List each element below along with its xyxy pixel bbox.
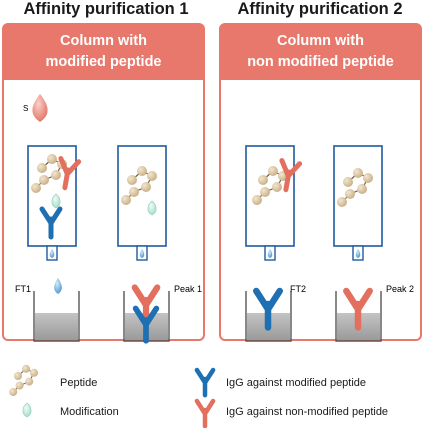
eluate-drop-icon: [54, 278, 62, 294]
title-affinity-purification-2: Affinity purification 2: [237, 0, 403, 18]
ft1-label: FT1: [15, 284, 31, 294]
legend-peptide-icon: [8, 364, 39, 397]
legend-igg-modified-icon: [197, 370, 213, 395]
legend-modification-label: Modification: [60, 406, 119, 418]
tube-ft1-icon: [33, 290, 80, 342]
panel-header-line1: Column with: [60, 33, 147, 49]
legend-igg-nonmodified-label: IgG against non-modified peptide: [226, 406, 389, 418]
sample-drop-icon: [32, 94, 48, 122]
panel-header-line1: Column with: [277, 33, 364, 49]
ft2-label: FT2: [290, 284, 306, 294]
panel-affinity-purification-1: Column with modified peptide: [2, 23, 205, 341]
title-affinity-purification-1: Affinity purification 1: [23, 0, 189, 18]
legend-igg-nonmodified-icon: [197, 401, 213, 426]
sample-label: S: [23, 104, 28, 113]
legend-igg-modified-label: IgG against modified peptide: [226, 377, 367, 389]
panel-header-line2: modified peptide: [45, 54, 162, 70]
panel-header-line2: non modified peptide: [247, 54, 394, 70]
panel-header-nonmodified: Column with non modified peptide: [221, 25, 420, 80]
legend-modification-icon: [22, 402, 32, 418]
panel-header-modified: Column with modified peptide: [4, 25, 203, 80]
legend-peptide-label: Peptide: [60, 377, 98, 389]
peak1-label: Peak 1: [174, 284, 202, 294]
peak2-label: Peak 2: [386, 284, 414, 294]
